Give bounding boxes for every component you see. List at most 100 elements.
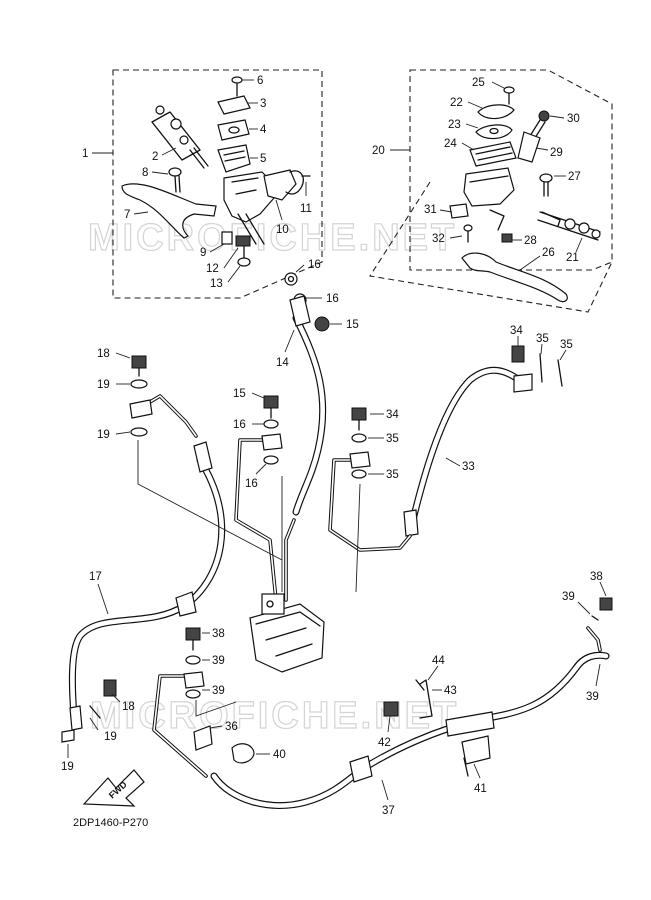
callout-2: 2 [152,151,158,163]
callout-42: 42 [378,737,391,749]
callout-13: 13 [210,278,223,290]
callout-17: 17 [89,571,102,583]
callout-29: 29 [550,147,563,159]
plate-23 [475,124,513,140]
cap-22 [477,104,515,120]
callout-27: 27 [568,171,581,183]
assembly-box-left [112,69,323,299]
screw-25 [503,86,515,105]
callout-26: 26 [542,247,555,259]
callout-19: 19 [97,379,110,391]
abs-hydraulic-unit [249,593,325,673]
diaphragm-5 [217,144,251,173]
callout-21: 21 [566,252,579,264]
callout-18b: 18 [122,701,135,713]
lever-26 [461,252,568,303]
banjo-bolt-15 [314,316,330,332]
callout-35: 35 [536,333,549,345]
callout-15b: 15 [233,388,246,400]
callout-4: 4 [260,124,267,136]
washers-and-bolts [61,345,613,777]
bolt-30 [529,110,550,139]
callout-16c: 16 [233,419,246,431]
callout-34b: 34 [386,409,399,421]
callout-8: 8 [142,167,148,179]
diagram-code: 2DP1460-P270 [73,817,148,829]
callout-1: 1 [82,148,88,160]
clamp-11 [285,170,304,195]
callout-28: 28 [524,235,537,247]
callout-34: 34 [510,325,523,337]
watermark-upper: MICROFICHE.NET [88,217,457,259]
callout-3: 3 [260,98,266,110]
callout-35b: 35 [560,339,573,351]
callout-40: 40 [273,749,286,761]
fwd-arrow: FWD [82,769,145,807]
screw-6 [231,76,243,97]
callout-35c: 35 [386,433,399,445]
callout-25: 25 [472,77,485,89]
callout-22: 22 [450,97,463,109]
fitting-29 [517,131,541,163]
brake-hose-33 [406,366,526,536]
callout-31: 31 [424,204,437,216]
callout-39b: 39 [212,685,225,697]
callout-9: 9 [200,247,206,259]
callout-32: 32 [432,233,445,245]
callout-39d: 39 [586,691,599,703]
nut-28 [501,233,513,243]
brake-hose-17 [68,456,226,720]
assembly-box-right-lower [369,181,613,313]
master-cylinder-body-right [463,167,515,207]
callout-18: 18 [97,348,110,360]
washer-16a [284,272,298,286]
callout-11: 11 [300,203,312,215]
holder-10 [263,169,297,201]
callout-33: 33 [462,461,475,473]
callout-14: 14 [276,357,289,369]
reference-lines [137,440,361,717]
callout-10: 10 [276,224,289,236]
callout-39c: 39 [562,591,575,603]
callout-39: 39 [212,655,225,667]
callouts: 1 2 3 4 5 6 7 8 9 10 11 12 13 [61,75,607,817]
brake-hose-14 [292,314,327,516]
callout-43: 43 [444,685,457,697]
fittings-9-12-13 [221,231,251,267]
watermark-lower: MICROFICHE.NET [90,695,459,737]
callout-19b: 19 [97,429,110,441]
callout-7: 7 [124,209,130,221]
pivot-bolt-8 [168,167,182,193]
callout-16d: 16 [245,478,258,490]
piston-kit-2 [151,105,209,169]
callout-36: 36 [225,721,238,733]
callout-24: 24 [444,138,457,150]
switch-31 [449,203,469,219]
callout-19c: 19 [104,731,117,743]
callout-19d: 19 [61,761,74,773]
callout-38b: 38 [590,571,603,583]
reservoir-cap-3 [217,95,251,115]
callout-20: 20 [372,145,385,157]
brake-lever-7 [121,183,217,239]
callout-30: 30 [567,113,580,125]
assembly-box-right [409,69,613,271]
callout-16: 16 [308,259,321,271]
master-cylinder-body-left [223,171,275,223]
callout-38: 38 [212,628,225,640]
brake-hose-37 [210,651,610,809]
callout-12: 12 [206,263,219,275]
callout-44: 44 [432,655,445,667]
callout-41: 41 [474,783,487,795]
piston-kit-21 [537,211,601,241]
callout-16b: 16 [326,293,339,305]
callout-37: 37 [382,805,395,817]
callout-35d: 35 [386,469,399,481]
callout-15: 15 [346,319,359,331]
callout-6: 6 [257,75,263,87]
plate-4 [217,119,250,141]
screw-27 [539,173,553,197]
callout-23: 23 [448,119,461,131]
callout-5: 5 [260,153,266,165]
